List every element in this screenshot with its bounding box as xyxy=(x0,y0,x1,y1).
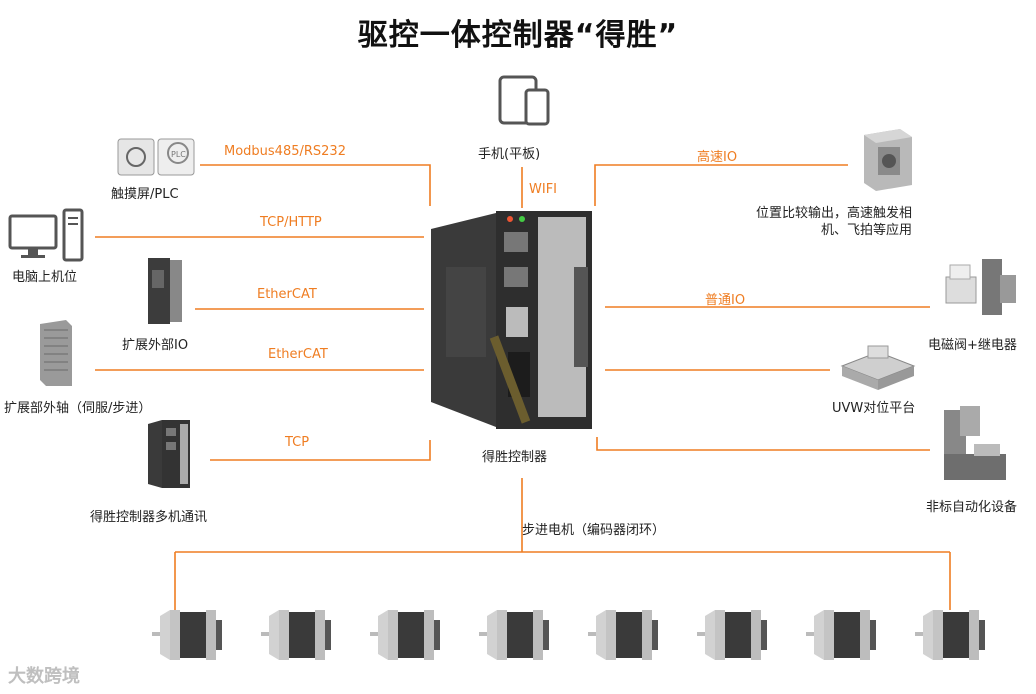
controller-label: 得胜控制器 xyxy=(482,450,548,465)
uvw-platform-label: UVW对位平台 xyxy=(832,401,916,416)
uvw-platform-icon xyxy=(840,345,916,390)
phone-tablet-label: 手机(平板) xyxy=(478,147,541,162)
pc-label: 电脑上机位 xyxy=(12,270,78,285)
tablet-phone-icon xyxy=(498,75,550,126)
controller-icon xyxy=(431,211,592,429)
watermark: 大数跨境 xyxy=(8,666,80,687)
automation-machine-icon xyxy=(944,406,1006,480)
stepper-motor-icon xyxy=(477,606,551,668)
tcp-http-link-label: TCP/HTTP xyxy=(260,215,322,230)
stepper-link-label: 步进电机（编码器闭环） xyxy=(522,523,666,538)
camera-icon xyxy=(864,129,912,191)
stepper-motor-icon xyxy=(695,606,769,668)
controller-small-icon xyxy=(148,420,190,488)
controller-device xyxy=(426,207,598,435)
stepper-motor-icon xyxy=(259,606,333,668)
touch-plc-label: 触摸屏/PLC xyxy=(111,187,179,202)
stepper-motor-icon xyxy=(913,606,987,668)
modbus-link-label: Modbus485/RS232 xyxy=(224,144,346,159)
valve-relay-label: 电磁阀+继电器 xyxy=(928,338,1017,353)
automation-label: 非标自动化设备 xyxy=(926,500,1018,515)
camera-label-line1: 位置比较输出，高速触发相 xyxy=(755,206,912,221)
valve-relay-icon xyxy=(945,259,1016,315)
stepper-motor-icon xyxy=(368,606,442,668)
high-speed-io-link-label: 高速IO xyxy=(697,150,738,165)
ethercat-link-label-1: EtherCAT xyxy=(257,287,317,302)
expansion-axis-label: 扩展部外轴（伺服/步进） xyxy=(4,401,152,416)
io-module-icon xyxy=(148,258,182,324)
servo-drive-icon xyxy=(40,320,72,386)
stepper-motor-icon xyxy=(586,606,660,668)
stepper-motor-icon xyxy=(150,606,224,668)
general-io-link-label: 普通IO xyxy=(705,293,746,308)
computer-icon xyxy=(8,208,84,262)
touch-plc-icon: PLC xyxy=(117,138,195,176)
stepper-motor-icon xyxy=(804,606,878,668)
wifi-link-label: WIFI xyxy=(529,182,557,197)
camera-label-line2: 机、飞拍等应用 xyxy=(820,223,912,238)
expansion-io-label: 扩展外部IO xyxy=(122,338,189,353)
svg-text:PLC: PLC xyxy=(171,150,186,159)
page-title: 驱控一体控制器“得胜” xyxy=(357,18,679,53)
multi-controller-label: 得胜控制器多机通讯 xyxy=(90,510,208,525)
ethercat-link-label-2: EtherCAT xyxy=(268,347,328,362)
tcp-link-label: TCP xyxy=(285,435,310,450)
